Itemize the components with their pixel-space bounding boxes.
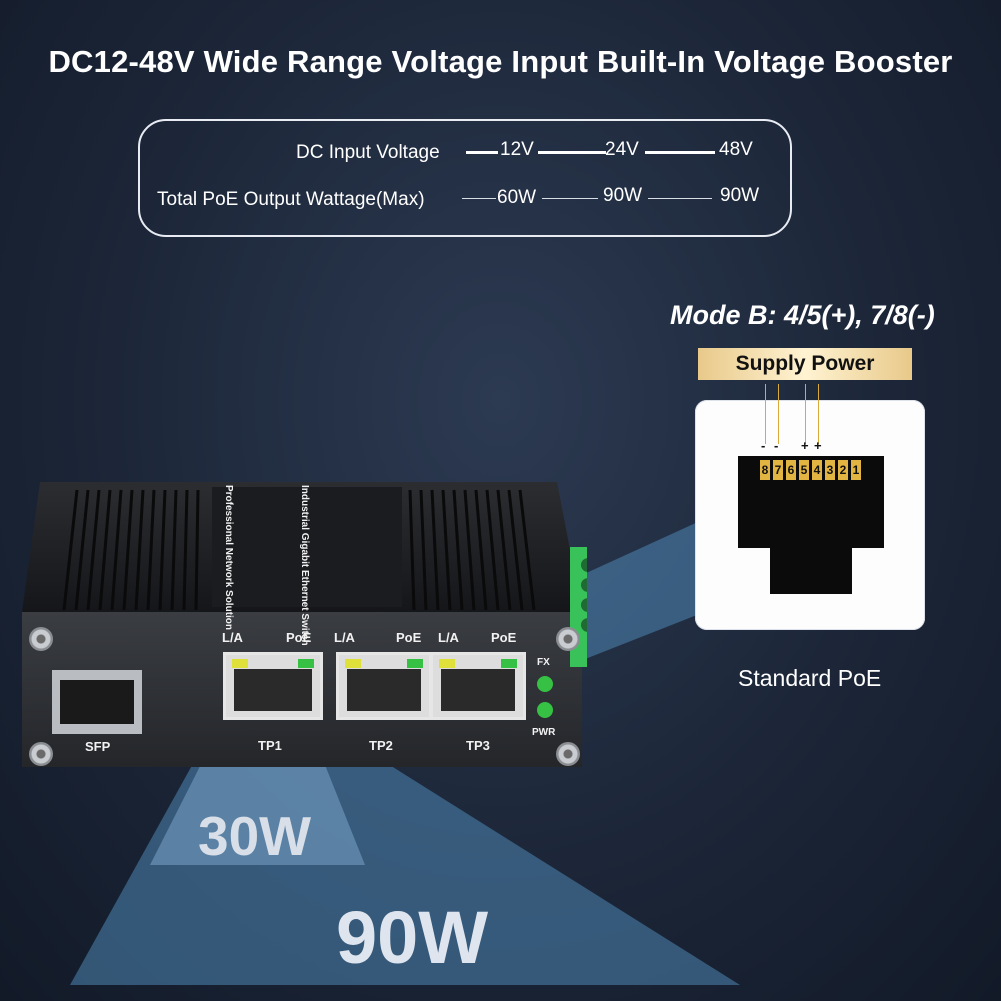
fx-label: FX	[537, 657, 550, 668]
port-label-tp3: TP3	[466, 738, 490, 753]
mode-b-label: Mode B: 4/5(+), 7/8(-)	[670, 300, 935, 330]
port-label-tp1: TP1	[258, 738, 282, 753]
standard-poe-label: Standard PoE	[738, 665, 882, 691]
poe-label: PoE	[396, 630, 422, 645]
connector-line	[466, 151, 498, 154]
pin-lead	[818, 384, 819, 444]
spec-table	[138, 119, 792, 237]
headline: DC12-48V Wide Range Voltage Input Built-…	[48, 44, 953, 79]
port-tp3	[430, 652, 526, 720]
poe-label: PoE	[286, 630, 312, 645]
pin-3: 3	[825, 460, 835, 480]
fx-led	[537, 676, 553, 692]
sfp-label: SFP	[85, 739, 111, 754]
pin-4: 4	[812, 460, 822, 480]
polarity-minus: -	[774, 438, 779, 453]
polarity-minus: -	[761, 438, 766, 453]
voltage-24v: 24V	[605, 139, 639, 160]
connector-line	[645, 151, 715, 154]
pin-7: 7	[773, 460, 783, 480]
port-opening	[441, 669, 515, 711]
poe-led-green	[298, 659, 314, 668]
connector-line	[648, 198, 712, 199]
pin-lead	[778, 384, 779, 444]
sfp-slot	[60, 680, 134, 724]
la-label: L/A	[438, 630, 459, 645]
voltage-12v: 12V	[500, 139, 534, 160]
port-opening	[347, 669, 421, 711]
input-voltage-label: DC Input Voltage	[296, 142, 440, 163]
poe-led-green	[501, 659, 517, 668]
total-wattage: 90W	[336, 896, 489, 979]
pin-8: 8	[760, 460, 770, 480]
wattage-60w: 60W	[497, 187, 537, 208]
poe-led-green	[407, 659, 423, 668]
beam-to-jack	[560, 505, 735, 665]
polarity-plus: +	[801, 438, 809, 453]
link-led-yellow	[345, 659, 361, 668]
link-led-yellow	[232, 659, 248, 668]
pin-6: 6	[786, 460, 796, 480]
connector-line	[538, 151, 606, 154]
pin-lead	[765, 384, 766, 444]
poe-label: PoE	[491, 630, 517, 645]
brand-text: Industrial Gigabit Ethernet Switch	[299, 485, 310, 646]
screw-icon	[29, 627, 53, 651]
jack-notch	[770, 546, 852, 594]
port-opening	[234, 669, 312, 711]
polarity-plus: +	[814, 438, 822, 453]
pin-lead	[805, 384, 806, 444]
screw-icon	[556, 627, 580, 651]
pwr-led	[537, 702, 553, 718]
wattage-90w-48v: 90W	[720, 185, 760, 206]
port-label-tp2: TP2	[369, 738, 393, 753]
link-led-yellow	[439, 659, 455, 668]
poe-wattage-label: Total PoE Output Wattage(Max)	[157, 189, 425, 210]
port-tp2	[336, 652, 432, 720]
label-plate	[212, 487, 402, 607]
la-label: L/A	[222, 630, 243, 645]
pin-5: 5	[799, 460, 809, 480]
supply-power-banner: Supply Power	[698, 348, 912, 380]
connector-line	[462, 198, 496, 199]
pwr-label: PWR	[532, 727, 556, 738]
screw-icon	[556, 742, 580, 766]
pin-2: 2	[838, 460, 848, 480]
wattage-90w-24v: 90W	[603, 185, 643, 206]
la-label: L/A	[334, 630, 355, 645]
per-port-wattage: 30W	[198, 805, 312, 867]
port-tp1	[223, 652, 323, 720]
voltage-48v: 48V	[719, 139, 753, 160]
connector-line	[542, 198, 598, 199]
pin-1: 1	[851, 460, 861, 480]
screw-icon	[29, 742, 53, 766]
brand-text: Professional Network Solution	[223, 485, 234, 631]
